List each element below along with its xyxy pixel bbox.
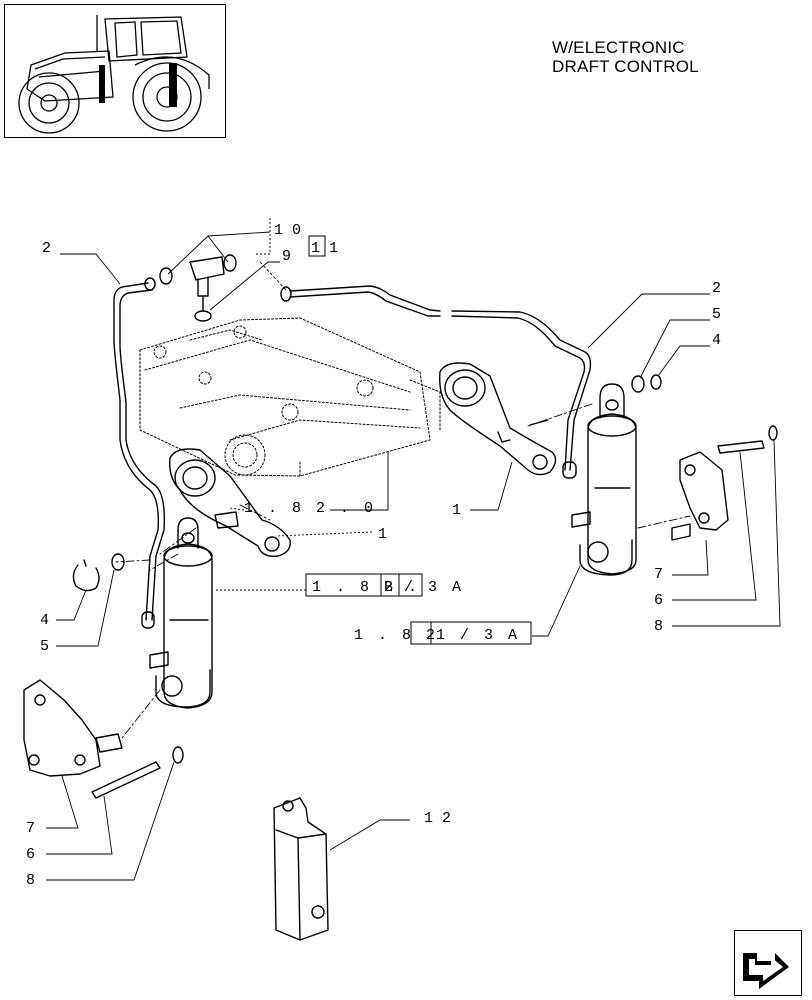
callout-1-left: 1 bbox=[378, 526, 387, 543]
ref-1-82-c-prefix: 1 . 8 2 bbox=[354, 627, 438, 644]
callout-7-left: 7 bbox=[26, 820, 35, 837]
callout-6-left: 6 bbox=[26, 846, 35, 863]
callout-5-right: 5 bbox=[712, 306, 721, 323]
pipe-left bbox=[113, 282, 166, 629]
ref-1-82-b-box: B bbox=[384, 579, 396, 596]
right-lever-arm bbox=[439, 362, 557, 476]
ref-1-82-0: 1 . 8 2 . 0 bbox=[244, 500, 376, 517]
tractor-thumbnail bbox=[4, 4, 226, 138]
ref-box-182b bbox=[305, 573, 423, 597]
callout-8-right: 8 bbox=[654, 618, 663, 635]
next-page-arrow-icon bbox=[743, 953, 789, 989]
callout-8-left: 8 bbox=[26, 872, 35, 889]
callout-1-right: 1 bbox=[452, 502, 461, 519]
right-bracket bbox=[671, 451, 729, 541]
callout-10: 1 0 bbox=[274, 222, 301, 239]
lift-housing-outline bbox=[139, 317, 441, 477]
bracket-12 bbox=[273, 797, 329, 941]
next-page-button[interactable] bbox=[734, 930, 802, 996]
callout-4-right: 4 bbox=[712, 332, 721, 349]
left-retainer-ring bbox=[72, 559, 100, 592]
left-lever-arm bbox=[169, 448, 291, 557]
tee-fitting bbox=[159, 254, 237, 322]
callout-6-right: 6 bbox=[654, 592, 663, 609]
tractor-thumbnail-icon bbox=[18, 15, 210, 134]
callout-9: 9 bbox=[282, 248, 291, 265]
callout-2-left: 2 bbox=[42, 240, 51, 257]
right-pin bbox=[717, 425, 778, 454]
callout-12: 1 2 bbox=[424, 810, 451, 827]
callout-10-box: 1 1 bbox=[311, 240, 338, 257]
title-line-1: W/ELECTRONIC bbox=[552, 38, 685, 57]
diagram-title: W/ELECTRONIC DRAFT CONTROL bbox=[552, 38, 699, 76]
ref-1-82-b-prefix: 1 . 8 2 . bbox=[312, 579, 420, 596]
callout-7-right: 7 bbox=[654, 566, 663, 583]
callout-4-left: 4 bbox=[40, 612, 49, 629]
ref-1-82-c-box: 1 / 3 A bbox=[436, 627, 520, 644]
pipe-right bbox=[280, 285, 592, 479]
ref-box-10 bbox=[308, 235, 326, 257]
right-cylinder bbox=[571, 383, 637, 576]
callout-5-left: 5 bbox=[40, 638, 49, 655]
left-cylinder bbox=[149, 517, 213, 709]
title-line-2: DRAFT CONTROL bbox=[552, 57, 699, 76]
left-pin bbox=[91, 746, 184, 799]
left-bracket bbox=[23, 679, 123, 777]
callout-2-right: 2 bbox=[712, 280, 721, 297]
ref-1-82-b-suffix: / 3 A bbox=[404, 579, 464, 596]
